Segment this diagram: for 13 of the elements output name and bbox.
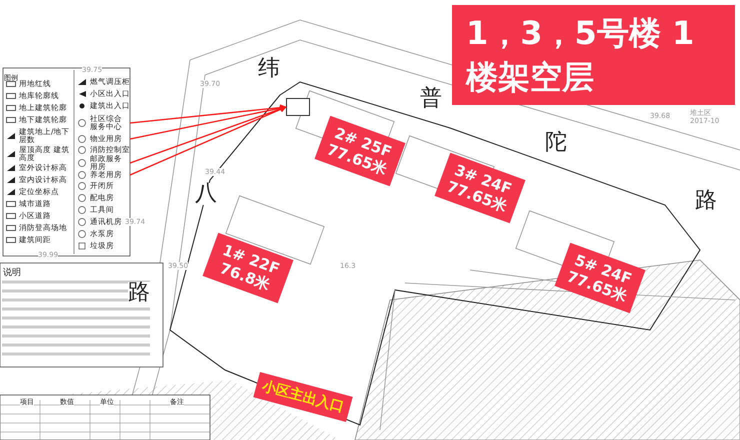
road-name: 普: [420, 88, 442, 110]
road-name: 路: [695, 190, 717, 212]
building-label: 小区主出入口: [260, 378, 346, 416]
arrow: [130, 105, 287, 140]
title-banner: 1，3，5号楼 1楼架空层: [452, 5, 735, 105]
arrow: [130, 106, 287, 176]
road-name: 八: [195, 183, 217, 205]
road-name: 纬: [258, 58, 280, 80]
building-info-box: [286, 98, 310, 116]
road-name: 陀: [545, 132, 567, 154]
notes-heading: 说明: [3, 266, 21, 279]
road-name: 路: [128, 282, 150, 304]
arrow: [130, 104, 287, 124]
